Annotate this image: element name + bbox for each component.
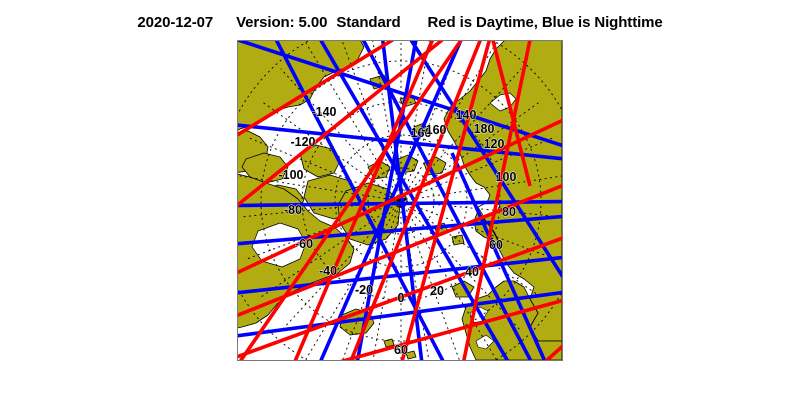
title-mode: Standard [336,14,401,31]
daytime-tracks [238,41,562,360]
nighttime-track-6 [274,41,445,360]
nighttime-track-9 [381,41,424,360]
longitude-label-0: 0 [398,291,405,305]
daytime-track-8 [238,183,562,317]
nighttime-track-3 [238,214,562,246]
longitude-label--40: -40 [319,264,337,278]
nighttime-track-11 [319,41,463,360]
land-novaya-zemlya [481,216,501,248]
nighttime-track-4 [238,255,562,295]
nighttime-track-8 [361,41,533,360]
longitude-label--140: -140 [311,105,336,119]
daytime-track-3 [293,41,434,360]
daytime-track-12 [491,41,532,187]
latitude-labels: 60 [394,343,409,358]
daytime-track-1 [238,41,444,208]
longitude-label--80: -80 [284,203,302,217]
title-legend: Red is Daytime, Blue is Nighttime [427,14,663,31]
title-date: 2020-12-07 [137,14,214,31]
daytime-track-4 [349,41,482,360]
nighttime-track-1 [238,123,562,161]
longitude-label-80: 80 [502,205,516,219]
longitude-label--120: -120 [290,135,315,149]
land-fjord-detail-2 [475,334,495,350]
longitude-label-20: 20 [430,284,444,298]
longitude-label-160: 160 [411,126,432,140]
daytime-track-0 [238,41,395,137]
nighttime-track-0 [238,41,562,148]
land-islet-4 [451,234,465,246]
land-islet-1 [383,338,395,348]
longitude-label-140: 140 [456,108,477,122]
nighttime-track-7 [319,41,510,360]
longitude-label-40: 40 [465,265,479,279]
water-hudson-bay [251,222,307,268]
land-islet-2 [405,350,417,360]
longitude-label--100: -100 [278,168,303,182]
figure-title: 2020-12-07 Version: 5.00 Standard Red is… [0,14,800,36]
nighttime-tracks [238,41,562,360]
longitude-label--160: -160 [421,123,446,137]
daytime-track-2 [238,41,463,360]
longitude-labels: 180 160-160 140 -140 120 -120 100 -100 80 -80 60 -6… [278,105,517,306]
daytime-track-6 [462,41,532,360]
longitude-label--60: -60 [295,237,313,251]
latitude-label-60: 60 [394,343,408,357]
longitude-label-100: 100 [496,170,517,184]
longitude-label-120: 120 [484,137,505,151]
satellite-tracks [238,41,562,360]
polar-map-svg: ✱ 180160-160140-140120-120100-10080-8060… [238,41,562,360]
longitude-label-180: 180 [474,122,495,136]
daytime-track-7 [238,118,562,275]
daytime-track-10 [339,298,562,360]
nighttime-track-10 [355,41,418,360]
nighttime-track-12 [450,152,547,360]
longitude-label-60: 60 [489,238,503,252]
title-version: Version: 5.00 [236,14,328,31]
longitude-label--20: -20 [355,283,373,297]
daytime-track-9 [238,236,562,359]
nighttime-track-5 [238,290,562,338]
land-ellesmere [299,144,341,178]
